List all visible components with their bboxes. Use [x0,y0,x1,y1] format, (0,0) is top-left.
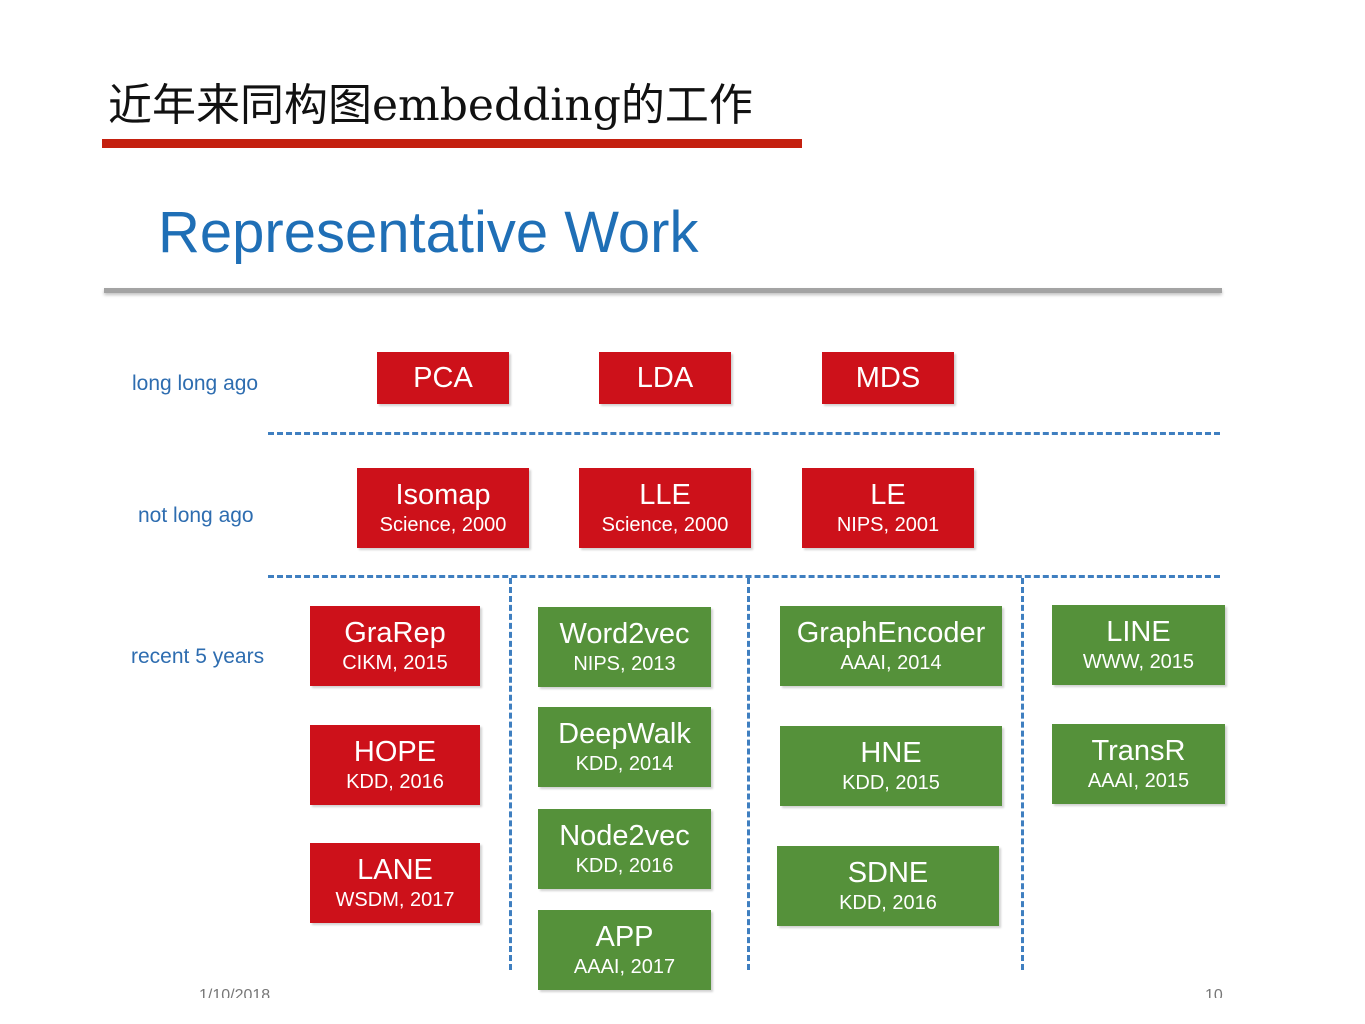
method-box-grarep: GraRep CIKM, 2015 [310,606,480,686]
method-box-hope: HOPE KDD, 2016 [310,725,480,805]
method-box-graphencoder: GraphEncoder AAAI, 2014 [780,606,1002,686]
method-name: Word2vec [559,618,690,650]
method-venue: KDD, 2016 [575,855,674,877]
method-venue: WWW, 2015 [1082,651,1195,673]
method-venue: KDD, 2016 [346,771,444,793]
method-name: MDS [855,362,921,394]
method-venue: Science, 2000 [601,514,729,536]
method-box-lda: LDA [599,352,731,404]
method-box-transr: TransR AAAI, 2015 [1052,724,1225,804]
footer-page-number: 10 [1205,987,1223,998]
method-name: APP [595,921,654,953]
method-box-lle: LLE Science, 2000 [579,468,751,548]
method-box-hne: HNE KDD, 2015 [780,726,1002,806]
method-box-app: APP AAAI, 2017 [538,910,711,990]
era-label-long-long-ago: long long ago [132,372,259,395]
method-name: DeepWalk [558,718,691,750]
method-box-lane: LANE WSDM, 2017 [310,843,480,923]
method-venue: NIPS, 2001 [836,514,940,536]
method-name: PCA [413,362,473,394]
method-name: LANE [357,854,433,886]
method-name: LDA [636,362,694,394]
method-name: LLE [639,479,691,511]
method-venue: WSDM, 2017 [335,889,455,911]
slide-title: 近年来同构图embedding的工作 [108,80,753,131]
section-heading: Representative Work [158,200,699,265]
era-divider-1 [268,432,1220,435]
method-name: GraRep [344,617,446,649]
method-name: Node2vec [559,820,690,852]
column-divider-2 [747,578,750,970]
method-name: HNE [860,737,922,769]
method-name: LE [870,479,906,511]
method-box-isomap: Isomap Science, 2000 [357,468,529,548]
era-divider-2 [268,575,1220,578]
method-box-line: LINE WWW, 2015 [1052,605,1225,685]
method-box-word2vec: Word2vec NIPS, 2013 [538,607,711,687]
method-venue: AAAI, 2015 [1087,770,1190,792]
method-name: GraphEncoder [796,617,986,649]
method-box-deepwalk: DeepWalk KDD, 2014 [538,707,711,787]
method-venue: KDD, 2016 [839,892,937,914]
method-venue: NIPS, 2013 [573,653,676,675]
era-label-recent-5-years: recent 5 years [131,645,265,668]
heading-divider [104,288,1222,293]
method-box-mds: MDS [822,352,954,404]
method-box-pca: PCA [377,352,509,404]
method-name: LINE [1106,616,1171,648]
method-venue: AAAI, 2017 [573,956,676,978]
method-box-node2vec: Node2vec KDD, 2016 [538,809,711,889]
method-venue: Science, 2000 [379,514,507,536]
method-name: Isomap [395,479,491,511]
method-venue: KDD, 2015 [842,772,940,794]
method-venue: AAAI, 2014 [840,652,942,674]
method-name: HOPE [353,736,437,768]
method-venue: CIKM, 2015 [342,652,448,674]
method-box-le: LE NIPS, 2001 [802,468,974,548]
method-name: TransR [1091,735,1186,767]
method-venue: KDD, 2014 [575,753,674,775]
column-divider-1 [509,578,512,970]
method-name: SDNE [847,857,929,889]
era-label-not-long-ago: not long ago [138,504,254,527]
method-box-sdne: SDNE KDD, 2016 [777,846,999,926]
title-underline [102,139,802,148]
column-divider-3 [1021,578,1024,970]
footer-date: 1/10/2018 [199,987,271,998]
